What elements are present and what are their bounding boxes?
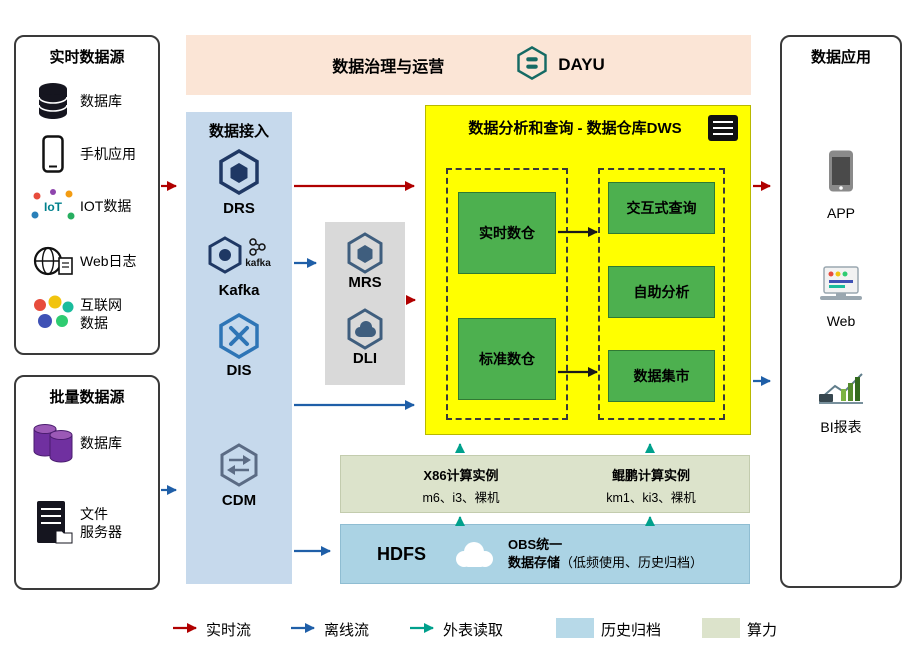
mrs-label: MRS xyxy=(348,274,382,291)
hdfs-obs-box: HDFS OBS统一 数据存储（低频使用、历史归档） xyxy=(340,524,750,584)
drs-label: DRS xyxy=(223,200,255,217)
hdfs-label: HDFS xyxy=(377,543,426,564)
ingestion-column: 数据接入 DRS kafka Kafka DIS CDM xyxy=(186,112,292,584)
dws-title: 数据分析和查询 - 数据仓库DWS xyxy=(468,120,682,137)
source-label: 数据库 xyxy=(80,434,122,451)
legend-compute-label: 算力 xyxy=(747,622,778,639)
database-stack-icon xyxy=(26,419,80,467)
realtime-dw-node: 实时数仓 xyxy=(458,192,556,274)
dayu-hexagon-icon xyxy=(514,45,550,86)
legend-external-label: 外表读取 xyxy=(443,622,504,639)
bi-report-icon xyxy=(782,367,900,407)
source-item: 数据库 xyxy=(26,81,154,121)
svg-text:IoT: IoT xyxy=(44,200,63,214)
legend-compute-swatch xyxy=(702,618,740,638)
mrs-icon xyxy=(325,232,405,279)
kunpeng-spec: km1、ki3、裸机 xyxy=(606,491,696,505)
source-label: 文件 服务器 xyxy=(80,505,122,540)
governance-bar: 数据治理与运营 DAYU xyxy=(186,35,751,95)
x86-compute-block: X86计算实例 m6、i3、裸机 xyxy=(371,465,551,506)
phone-icon xyxy=(26,135,80,173)
source-label: IOT数据 xyxy=(80,197,132,214)
cdm-icon xyxy=(186,442,292,493)
svg-text:kafka: kafka xyxy=(245,258,271,269)
applications-panel: 数据应用 APP Web BI报表 xyxy=(780,35,902,588)
source-item: IoT IOT数据 xyxy=(26,189,154,223)
obs-note: （低频使用、历史归档） xyxy=(560,555,704,570)
source-label: 手机应用 xyxy=(80,145,136,162)
dis-label: DIS xyxy=(226,362,252,379)
file-server-icon xyxy=(26,499,80,547)
dws-right-group xyxy=(598,168,725,420)
dis-icon xyxy=(186,312,292,365)
iot-icon: IoT xyxy=(26,189,80,223)
standard-dw-node: 标准数仓 xyxy=(458,318,556,400)
kafka-label: Kafka xyxy=(218,282,260,299)
x86-title: X86计算实例 xyxy=(423,468,499,483)
source-item: Web日志 xyxy=(26,243,154,279)
ingestion-title: 数据接入 xyxy=(208,123,269,140)
source-item: 手机应用 xyxy=(26,135,154,173)
obs-storage-text: OBS统一 数据存储（低频使用、历史归档） xyxy=(508,536,703,571)
source-item: 文件 服务器 xyxy=(26,499,154,547)
app-phone-icon xyxy=(782,149,900,193)
kunpeng-compute-block: 鲲鹏计算实例 km1、ki3、裸机 xyxy=(561,465,741,506)
batch-sources-title: 批量数据源 xyxy=(49,389,125,406)
source-label: Web日志 xyxy=(80,252,137,269)
kunpeng-title: 鲲鹏计算实例 xyxy=(611,468,690,483)
database-icon xyxy=(26,81,80,121)
source-label: 数据库 xyxy=(80,92,122,109)
dli-icon xyxy=(325,308,405,355)
dli-label: DLI xyxy=(352,350,378,367)
document-icon xyxy=(706,113,740,148)
governance-title: 数据治理与运营 xyxy=(332,59,445,76)
web-log-icon xyxy=(26,243,80,279)
app-label: APP xyxy=(826,205,855,221)
legend-archive-swatch xyxy=(556,618,594,638)
legend-offline-label: 离线流 xyxy=(324,622,370,639)
obs-cloud-icon xyxy=(448,537,500,571)
bi-report-label: BI报表 xyxy=(820,419,862,435)
legend-realtime-label: 实时流 xyxy=(206,622,252,639)
interactive-query-node: 交互式查询 xyxy=(608,182,715,234)
obs-line1: OBS统一 xyxy=(508,537,563,553)
cdm-label: CDM xyxy=(221,492,257,509)
kafka-icon: kafka xyxy=(186,232,292,287)
dayu-label: DAYU xyxy=(558,55,605,74)
applications-title: 数据应用 xyxy=(810,49,871,66)
dayu-logo: DAYU xyxy=(514,45,605,86)
batch-sources-panel: 批量数据源 数据库 文件 服务器 xyxy=(14,375,160,590)
source-item: 数据库 xyxy=(26,419,154,467)
web-label: Web xyxy=(826,313,856,329)
self-service-analysis-node: 自助分析 xyxy=(608,266,715,318)
obs-line2: 数据存储 xyxy=(508,555,561,570)
source-label: 互联网 数据 xyxy=(80,296,122,331)
dws-left-group xyxy=(446,168,568,420)
internet-data-icon xyxy=(26,295,80,333)
source-item: 互联网 数据 xyxy=(26,295,154,333)
realtime-sources-title: 实时数据源 xyxy=(49,49,125,66)
processing-box: MRS DLI xyxy=(325,222,405,385)
dws-box: 数据分析和查询 - 数据仓库DWS 实时数仓 标准数仓 交互式查询 自助分析 数… xyxy=(425,105,751,435)
data-mart-node: 数据集市 xyxy=(608,350,715,402)
legend-archive-label: 历史归档 xyxy=(601,622,662,639)
drs-icon xyxy=(186,148,292,201)
compute-instances-box: X86计算实例 m6、i3、裸机 鲲鹏计算实例 km1、ki3、裸机 xyxy=(340,455,750,513)
web-monitor-icon xyxy=(782,265,900,305)
x86-spec: m6、i3、裸机 xyxy=(422,491,500,505)
realtime-sources-panel: 实时数据源 数据库 手机应用 IoT IOT数据 Web日志 xyxy=(14,35,160,355)
